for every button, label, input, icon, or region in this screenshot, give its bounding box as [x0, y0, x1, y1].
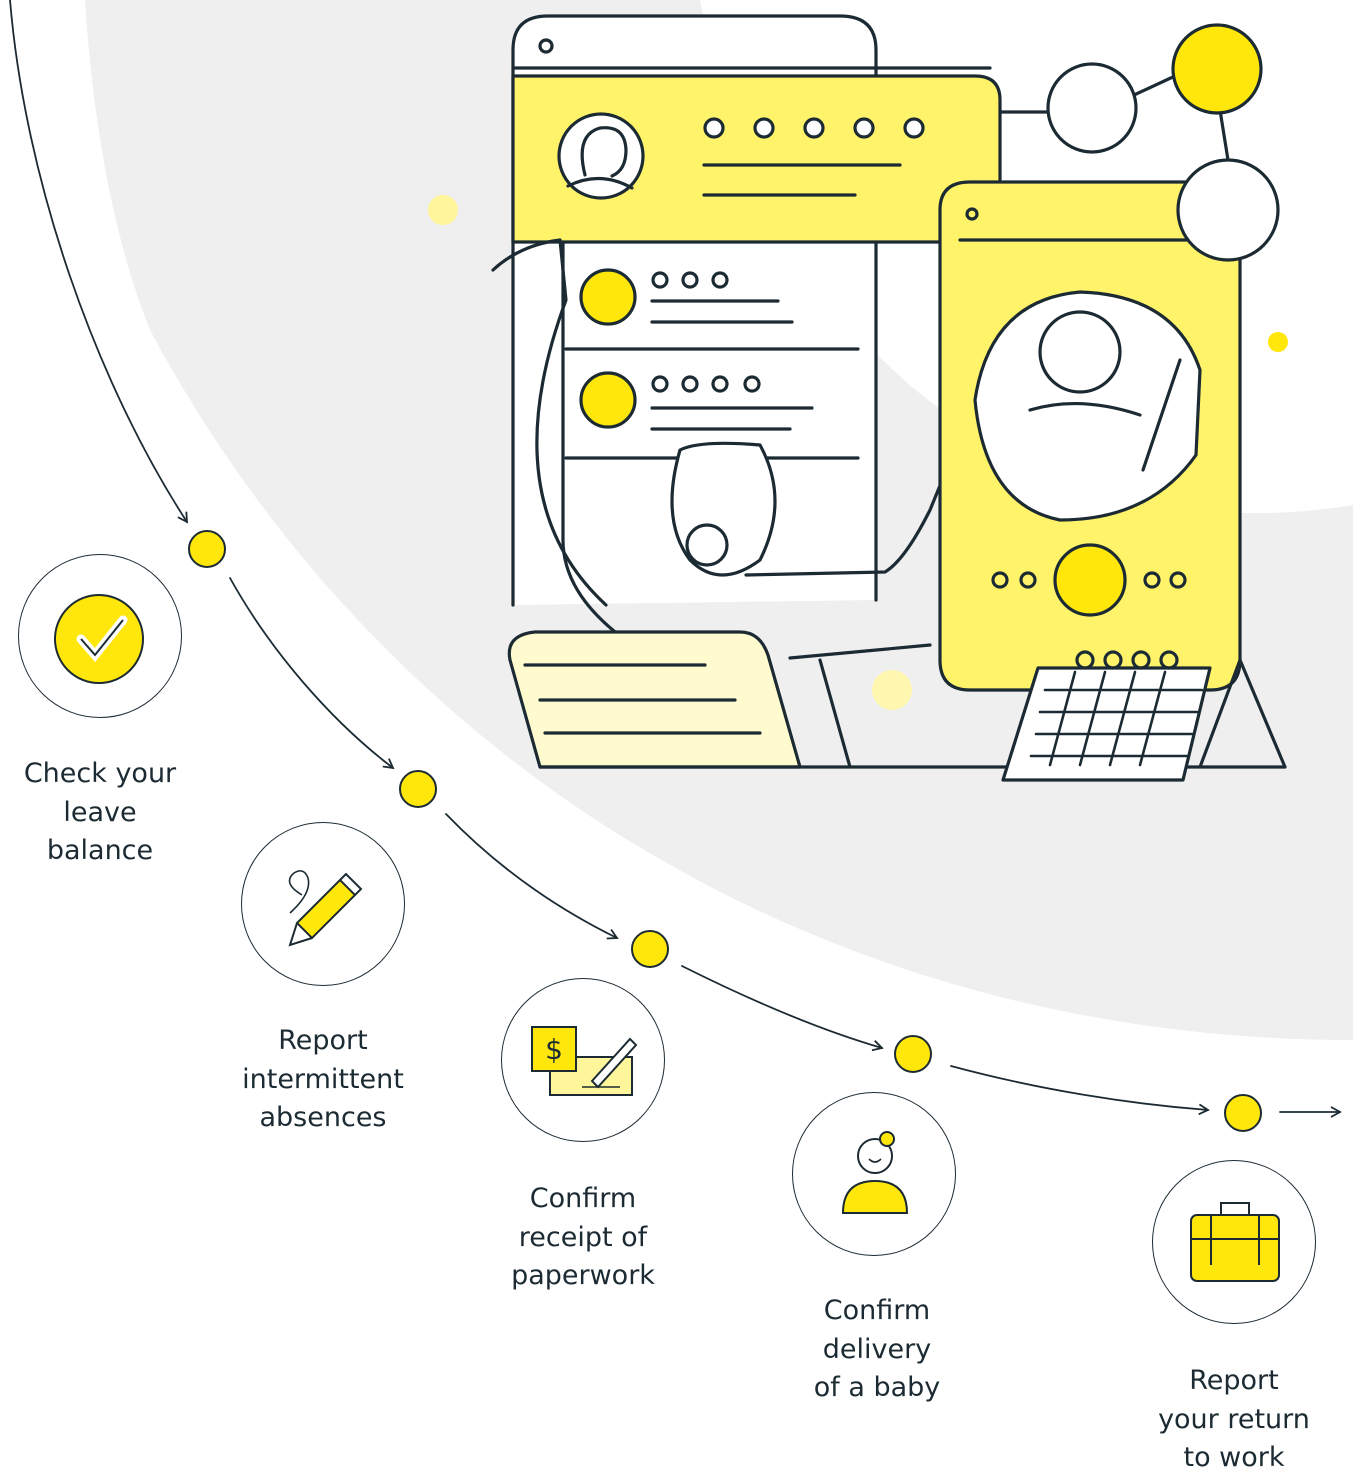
journey-node — [399, 770, 437, 808]
journey-node — [188, 530, 226, 568]
mother-icon — [792, 1092, 956, 1256]
journey-node — [894, 1035, 932, 1073]
check-paperwork-icon: $ — [501, 978, 665, 1142]
journey-node — [1224, 1094, 1262, 1132]
briefcase-icon — [1152, 1160, 1316, 1324]
svg-text:$: $ — [545, 1033, 563, 1066]
journey-node — [631, 930, 669, 968]
checkmark-icon — [18, 554, 182, 718]
pencil-icon — [241, 822, 405, 986]
